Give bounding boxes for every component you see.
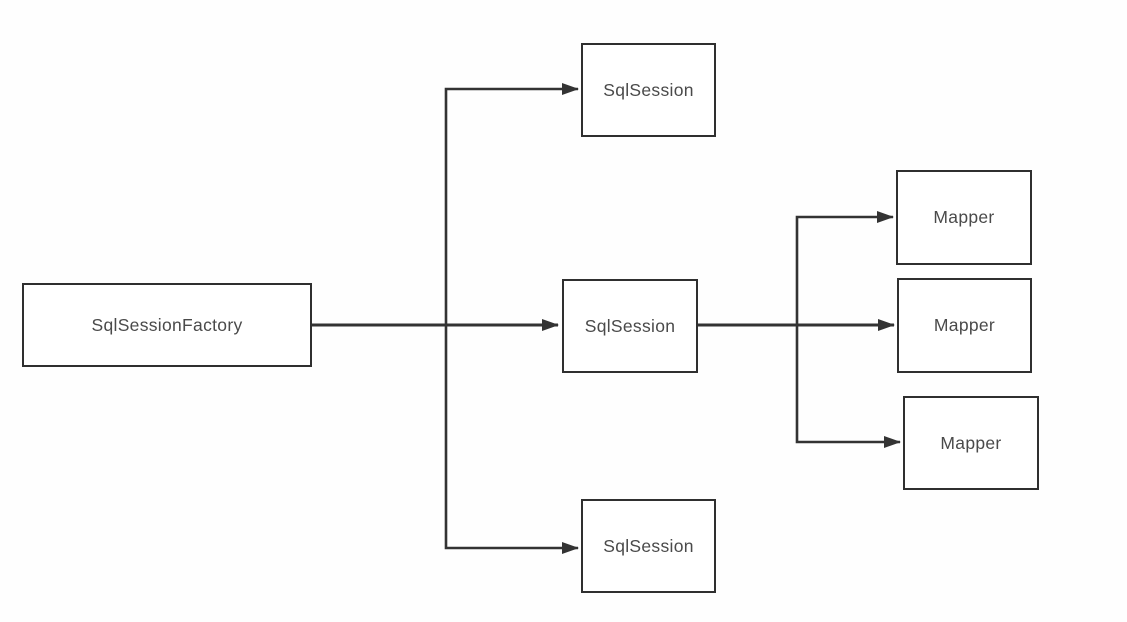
- node-label: SqlSession: [584, 315, 676, 336]
- node-mapper-top: Mapper: [896, 170, 1032, 265]
- node-sqlsession-middle: SqlSession: [562, 279, 698, 373]
- node-label: Mapper: [933, 315, 996, 335]
- node-mapper-middle: Mapper: [897, 278, 1032, 373]
- node-label: SqlSession: [603, 79, 694, 100]
- node-label: Mapper: [940, 432, 1002, 453]
- edge-factory-to-session-top: [444, 83, 579, 325]
- edge-factory-to-session-bottom: [444, 325, 579, 554]
- edge-session-to-mapper-top: [795, 211, 894, 325]
- node-sqlsession-top: SqlSession: [581, 43, 716, 137]
- node-sqlsession-bottom: SqlSession: [581, 499, 716, 593]
- edge-session-to-mapper-bottom: [795, 325, 901, 448]
- node-label: SqlSessionFactory: [91, 314, 243, 335]
- node-label: Mapper: [933, 207, 995, 227]
- node-sqlsessionfactory: SqlSessionFactory: [22, 283, 312, 367]
- node-mapper-bottom: Mapper: [903, 396, 1039, 490]
- node-label: SqlSession: [603, 535, 694, 556]
